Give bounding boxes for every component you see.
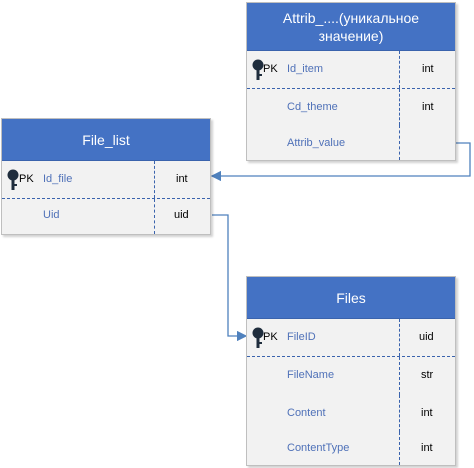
column-name: Cd_theme <box>287 101 338 113</box>
table-row[interactable]: ContentType int <box>247 432 455 465</box>
column-divider <box>399 357 400 395</box>
table-row[interactable]: PK Id_item int <box>247 51 455 89</box>
column-name: Id_item <box>287 63 324 75</box>
table-file-list-header: File_list <box>2 119 210 161</box>
key-icon <box>252 59 264 80</box>
column-divider <box>399 51 400 88</box>
column-type: int <box>422 63 434 75</box>
column-divider <box>399 432 400 465</box>
table-file-list[interactable]: File_list PK Id_file int Uid uid <box>1 118 211 235</box>
table-row[interactable]: PK Id_file int <box>2 161 210 199</box>
column-type: str <box>421 369 434 381</box>
column-divider <box>154 199 155 234</box>
pk-label: PK <box>263 63 278 75</box>
column-divider <box>399 125 400 160</box>
column-type: int <box>176 173 188 185</box>
table-attrib[interactable]: Attrib_....(уникальное значение) PK Id_i… <box>246 2 456 161</box>
table-attrib-header: Attrib_....(уникальное значение) <box>247 3 455 51</box>
column-divider <box>399 319 400 356</box>
table-attrib-title-line2: значение) <box>318 28 384 44</box>
column-name: FileID <box>287 331 316 343</box>
column-type: int <box>421 407 433 419</box>
column-divider <box>399 395 400 432</box>
connector-attrib-to-file-list <box>210 142 471 182</box>
key-icon <box>7 169 19 190</box>
column-name: ContentType <box>287 442 350 454</box>
column-name: FileName <box>287 369 335 381</box>
column-type: uid <box>174 209 189 221</box>
column-type: int <box>422 101 434 113</box>
column-name: Attrib_value <box>287 137 346 149</box>
column-name: Content <box>287 407 326 419</box>
key-icon <box>252 327 264 348</box>
column-type: uid <box>419 331 434 343</box>
connector-file-list-to-files <box>212 214 248 342</box>
column-name: Uid <box>43 209 60 221</box>
column-divider <box>399 89 400 125</box>
table-row[interactable]: PK FileID uid <box>247 319 455 357</box>
pk-label: PK <box>19 173 34 185</box>
table-row[interactable]: Cd_theme int <box>247 89 455 125</box>
table-row[interactable]: Content int <box>247 395 455 432</box>
pk-label: PK <box>263 331 278 343</box>
table-attrib-title-line1: Attrib_....(уникальное <box>282 10 420 26</box>
table-row[interactable]: Uid uid <box>2 199 210 234</box>
column-name: Id_file <box>43 173 73 185</box>
table-files-title: Files <box>336 290 366 306</box>
column-divider <box>154 161 155 198</box>
table-row[interactable]: Attrib_value <box>247 125 455 160</box>
column-type: int <box>421 442 433 454</box>
table-files[interactable]: Files PK FileID uid FileName str Content… <box>246 276 456 466</box>
table-row[interactable]: FileName str <box>247 357 455 395</box>
table-files-header: Files <box>247 277 455 319</box>
table-file-list-title: File_list <box>82 132 130 148</box>
